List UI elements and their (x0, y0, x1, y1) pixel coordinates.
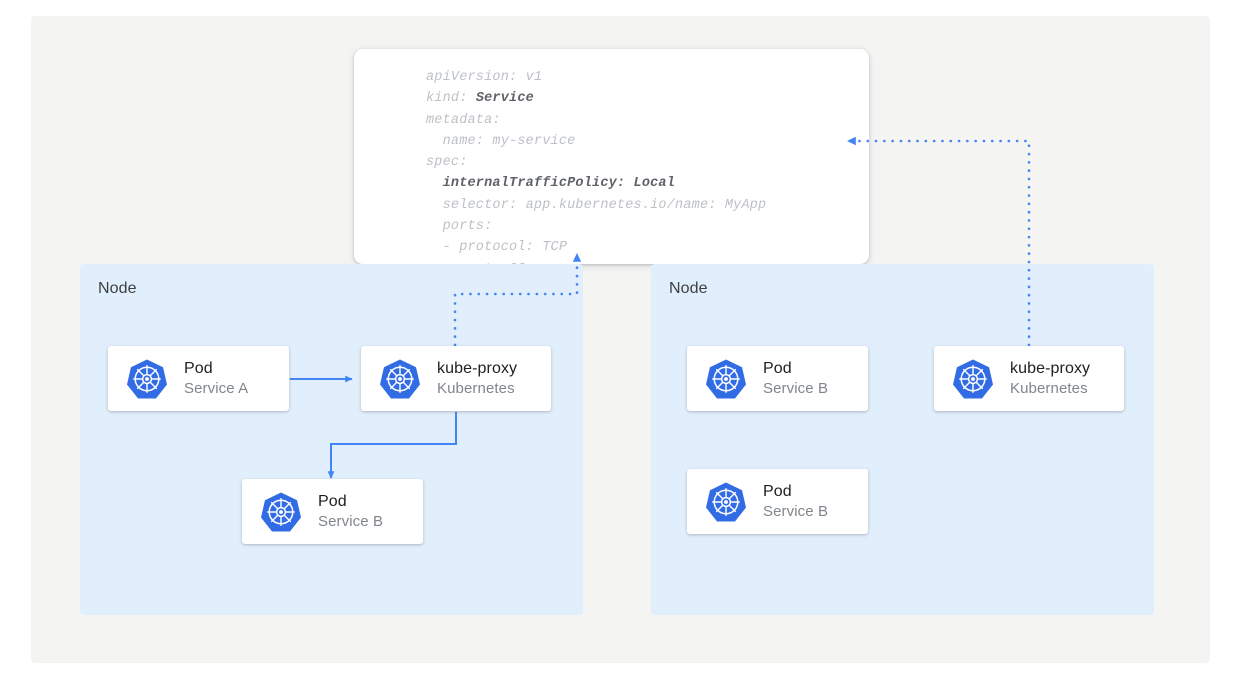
kubernetes-logo-icon (706, 358, 746, 399)
card-text: kube-proxy Kubernetes (1010, 359, 1090, 399)
card-subtitle: Kubernetes (437, 380, 515, 398)
yaml-line-protocol: - protocol: TCP (426, 240, 568, 256)
card-kube-proxy-left[interactable]: kube-proxy Kubernetes (361, 346, 551, 411)
yaml-line-name: name: my-service (426, 133, 576, 149)
yaml-line-spec: spec: (426, 155, 468, 171)
card-text: kube-proxy Kubernetes (437, 359, 517, 399)
yaml-line-selector: selector: app.kubernetes.io/name: MyApp (426, 197, 767, 213)
card-pod-service-b-left[interactable]: Pod Service B (242, 479, 423, 544)
card-subtitle: Service A (184, 380, 249, 398)
card-kube-proxy-right[interactable]: kube-proxy Kubernetes (934, 346, 1124, 411)
node-group-right: Node (651, 264, 1154, 615)
card-pod-service-a[interactable]: Pod Service A (108, 346, 289, 411)
service-spec-yaml-code: apiVersion: v1 kind: Service metadata: n… (426, 67, 766, 264)
card-title: Pod (763, 359, 792, 377)
card-subtitle: Service B (763, 380, 829, 398)
card-title: Pod (184, 359, 213, 377)
card-title: kube-proxy (1010, 359, 1091, 377)
card-text: Pod Service B (318, 492, 383, 532)
service-spec-yaml-panel: apiVersion: v1 kind: Service metadata: n… (354, 49, 869, 264)
yaml-line-internaltrafficpolicy: internalTrafficPolicy: Local (426, 176, 676, 192)
node-label-right: Node (669, 280, 708, 297)
card-text: Pod Service B (763, 482, 828, 522)
diagram-canvas: apiVersion: v1 kind: Service metadata: n… (31, 16, 1210, 663)
kubernetes-logo-icon (706, 481, 746, 522)
yaml-line-metadata: metadata: (426, 112, 501, 128)
card-text: Pod Service A (184, 359, 248, 399)
kubernetes-logo-icon (380, 358, 420, 399)
card-subtitle: Kubernetes (1010, 380, 1088, 398)
yaml-line-apiversion: apiVersion: v1 (426, 70, 543, 85)
node-label-left: Node (98, 280, 137, 297)
kubernetes-logo-icon (953, 358, 993, 399)
card-pod-service-b-right-bottom[interactable]: Pod Service B (687, 469, 868, 534)
kubernetes-logo-icon (261, 491, 301, 532)
node-group-left: Node (80, 264, 583, 615)
yaml-line-ports: ports: (426, 219, 493, 235)
card-title: Pod (318, 492, 347, 510)
card-title: kube-proxy (437, 359, 518, 377)
card-pod-service-b-right-top[interactable]: Pod Service B (687, 346, 868, 411)
card-subtitle: Service B (318, 513, 384, 531)
card-text: Pod Service B (763, 359, 828, 399)
card-title: Pod (763, 482, 792, 500)
card-subtitle: Service B (763, 503, 829, 521)
yaml-line-kind: kind: Service (426, 91, 534, 107)
kubernetes-logo-icon (127, 358, 167, 399)
